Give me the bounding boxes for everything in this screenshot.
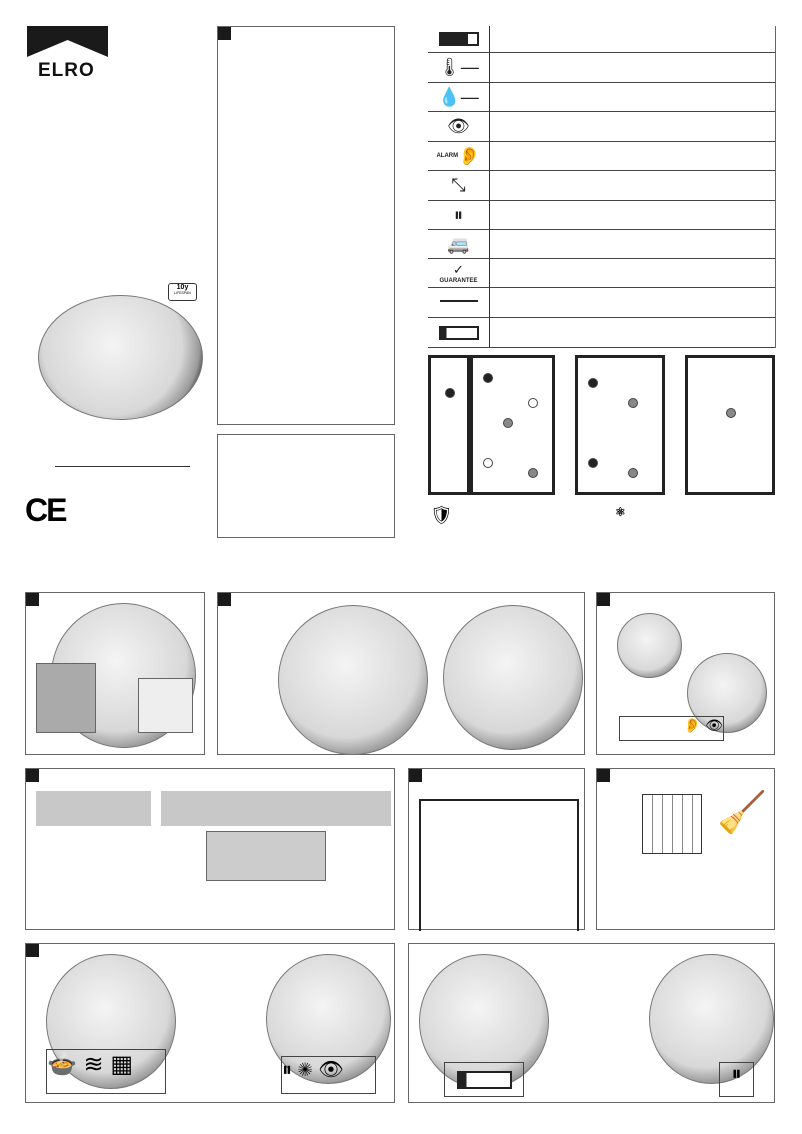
step-number: [218, 593, 231, 606]
ear-eye-icon: 👂 👁: [619, 716, 724, 741]
thermometer-icon: 🌡—: [428, 53, 490, 82]
table-row: [428, 26, 775, 53]
detector-side: [206, 831, 326, 881]
step-panel-drill: [25, 768, 395, 930]
alarm-label: ALARM: [436, 153, 459, 159]
humidity-drop-icon: 💧—: [428, 83, 490, 111]
mounting-plate: [36, 663, 96, 733]
smoke-detector-photo: [38, 295, 203, 420]
guarantee-label: GUARANTEE: [439, 278, 478, 284]
lifespan-years: 10y: [176, 284, 189, 291]
step-number: [26, 769, 39, 782]
step-panel-placement: [408, 768, 585, 931]
table-row: ⤡: [428, 171, 775, 201]
battery-full-icon: [428, 26, 490, 52]
table-border: [775, 26, 776, 348]
pause-button-icon: ⏸: [428, 201, 490, 229]
logo-banner: [27, 26, 108, 57]
pause-button-icon: ⏸: [719, 1062, 754, 1097]
ceiling-section: [161, 791, 391, 826]
text-panel-1: [217, 26, 395, 425]
pause-eye-icon: ⏸ ✺ 👁: [281, 1056, 376, 1094]
expand-arrows-icon: ⤡: [428, 171, 490, 200]
guarantee-seal-icon: ✓GUARANTEE: [428, 259, 490, 287]
caravan-icon: 🚐: [428, 230, 490, 258]
step-number: [409, 769, 422, 782]
ceiling-mount-icon: [428, 288, 490, 317]
table-row: 🌡—: [428, 53, 775, 83]
table-row: 👁: [428, 112, 775, 142]
step-panel-contents: [25, 592, 205, 755]
step-panel-maintenance: 🧹: [596, 768, 775, 930]
step-number: [26, 944, 39, 957]
table-row: [428, 318, 775, 348]
ceiling-section: [36, 791, 151, 826]
table-row: ALARM👂: [428, 142, 775, 171]
table-row: [428, 288, 775, 318]
floorplan-ground-floor: [470, 355, 555, 495]
divider: [55, 466, 190, 467]
floorplan-attic: [685, 355, 775, 495]
step-number: [218, 27, 231, 40]
table-row: 🚐: [428, 230, 775, 259]
battery-low-icon: [444, 1062, 524, 1097]
step-number: [26, 593, 39, 606]
elro-logo-small: ⚛: [615, 505, 627, 519]
step-number: [597, 593, 610, 606]
shield-icon: 🛡: [430, 505, 453, 525]
ce-mark: CE: [25, 492, 67, 528]
floorplan-first-floor: [575, 355, 665, 495]
lifespan-badge: 10y LIFESPAN: [168, 283, 197, 301]
table-row: 💧—: [428, 83, 775, 112]
step-number: [597, 769, 610, 782]
floorplan-garage: [428, 355, 470, 495]
calendar-icon: [642, 794, 702, 854]
text-panel-2: [217, 434, 395, 538]
vacuum-icon: 🧹: [717, 791, 767, 835]
elro-logo: ELRO: [38, 60, 95, 81]
table-row: ⏸: [428, 201, 775, 230]
step-panel-mount: [217, 592, 585, 755]
step-panel-low-battery: ⏸: [408, 943, 775, 1103]
screws-plugs: [138, 678, 193, 733]
step-panel-test: 👂 👁: [596, 592, 775, 755]
lifespan-label: LIFESPAN: [174, 291, 191, 295]
table-row: ✓GUARANTEE: [428, 259, 775, 288]
cooking-icon: 🍲 ≋ ▦: [46, 1049, 166, 1094]
battery-low-icon: [428, 318, 490, 347]
eye-icon: 👁: [428, 112, 490, 141]
step-panel-false-alarm: 🍲 ≋ ▦ ⏸ ✺ 👁: [25, 943, 395, 1103]
alarm-ear-icon: ALARM👂: [428, 142, 490, 170]
room-section: [419, 799, 579, 931]
